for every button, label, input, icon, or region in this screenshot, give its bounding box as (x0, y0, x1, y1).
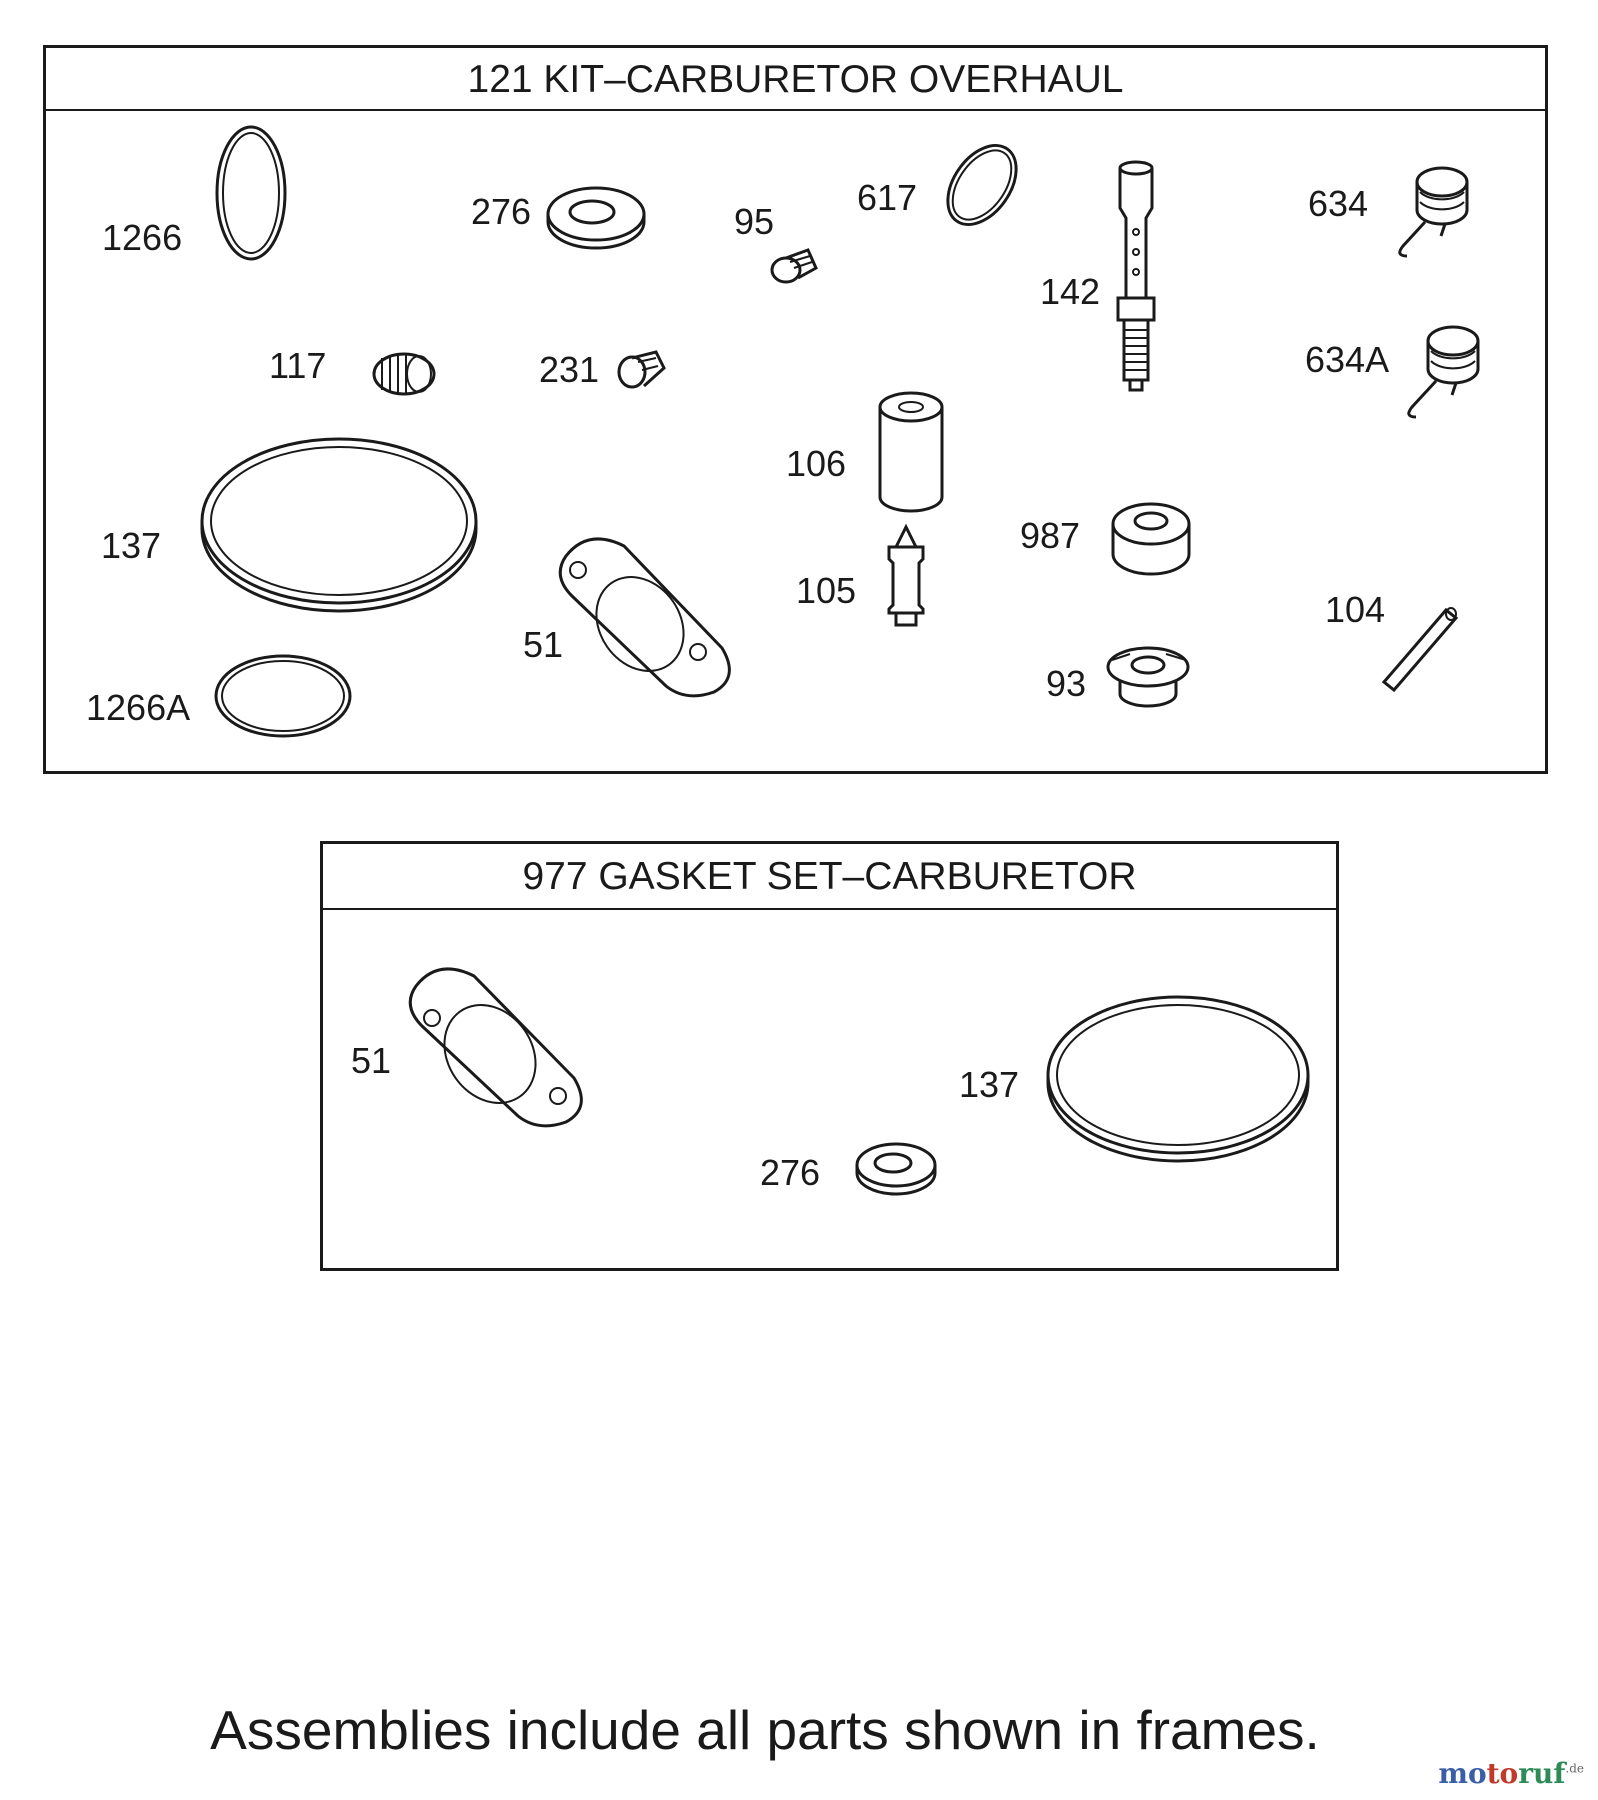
kit-overhaul-title: 121 KIT–CARBURETOR OVERHAUL (46, 48, 1545, 111)
label-106: 106 (786, 443, 847, 484)
part-106-float (878, 391, 944, 513)
gasket-set-title: 977 GASKET SET–CARBURETOR (323, 844, 1336, 910)
part-231-screw (617, 350, 666, 389)
part-95-screw (770, 248, 818, 284)
label-634A: 634A (1305, 339, 1390, 380)
footer-note: Assemblies include all parts shown in fr… (210, 1699, 1320, 1761)
part-617-o-ring (946, 144, 1018, 226)
part-93-seat (1106, 646, 1190, 708)
label-93: 93 (1046, 663, 1087, 704)
label-617: 617 (857, 177, 918, 218)
gasket-set-frame: 977 GASKET SET–CARBURETOR (320, 841, 1339, 1271)
label-987: 987 (1020, 515, 1081, 556)
label-231: 231 (539, 349, 600, 390)
kit-overhaul-frame: 121 KIT–CARBURETOR OVERHAUL (43, 45, 1548, 774)
label-95: 95 (734, 201, 775, 242)
gasket-label-137: 137 (959, 1064, 1020, 1105)
part-104-pin (1381, 607, 1459, 693)
label-104: 104 (1325, 589, 1386, 630)
gasket-276-washer (855, 1142, 937, 1196)
label-105: 105 (796, 570, 857, 611)
part-117-spring (372, 352, 436, 396)
gasket-label-276: 276 (760, 1152, 821, 1193)
watermark-logo: motoruf.de (1438, 1757, 1584, 1790)
label-1266A: 1266A (86, 687, 191, 728)
gasket-137-ring (1046, 995, 1310, 1163)
part-105-needle (887, 523, 925, 627)
label-137: 137 (101, 525, 162, 566)
label-51: 51 (523, 624, 564, 665)
part-1266A-o-ring (214, 654, 352, 738)
part-142-tube (1116, 160, 1156, 392)
gasket-51-gasket-plate (408, 967, 583, 1128)
label-276: 276 (471, 191, 532, 232)
part-51-gasket-plate (558, 537, 731, 698)
label-634: 634 (1308, 183, 1369, 224)
part-634A-spring (1407, 325, 1480, 419)
gasket-label-51: 51 (351, 1040, 392, 1081)
label-117: 117 (269, 345, 327, 386)
label-142: 142 (1040, 271, 1101, 312)
part-137-gasket (200, 437, 478, 613)
part-634-spring (1398, 166, 1469, 258)
part-1266-o-ring (215, 125, 287, 261)
label-1266: 1266 (102, 217, 183, 258)
part-276-washer (546, 186, 646, 250)
part-987-bushing (1111, 502, 1191, 576)
